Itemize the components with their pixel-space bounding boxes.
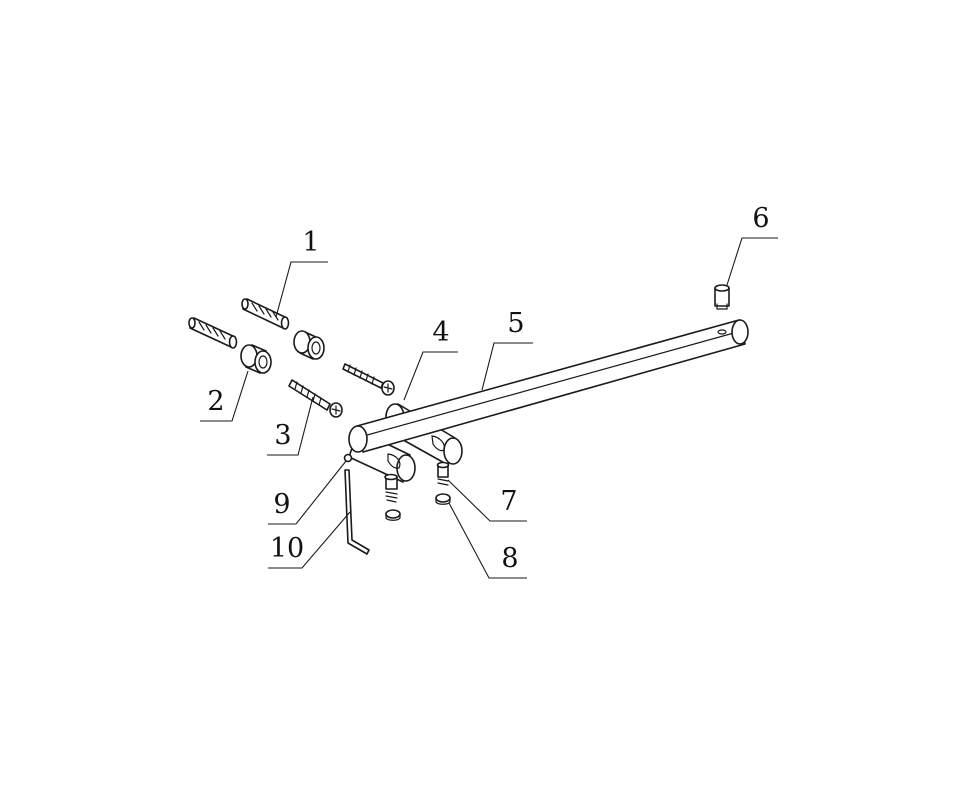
- leader-6: [726, 237, 778, 286]
- callout-8: 8: [501, 543, 518, 574]
- wall-plug-lower: [188, 317, 238, 349]
- cover-cap-rear: [435, 493, 451, 505]
- leader-9: [268, 460, 347, 525]
- leader-5: [481, 342, 533, 391]
- callout-9: 9: [273, 489, 290, 520]
- callout-10: 10: [270, 533, 304, 564]
- wall-plug-upper: [241, 298, 290, 330]
- leader-7: [447, 479, 527, 522]
- wood-screw-lower: [288, 379, 343, 418]
- spacer-sleeve-lower: [240, 344, 272, 374]
- callout-labels: 1 2 3 4 5 6 7 8 9 10: [207, 203, 769, 574]
- small-ball: [343, 453, 353, 463]
- end-cap-pin: [714, 284, 730, 310]
- callout-2: 2: [207, 386, 224, 417]
- callout-6: 6: [752, 203, 769, 234]
- callout-7: 7: [500, 486, 517, 517]
- callout-1: 1: [302, 227, 319, 258]
- set-screw-front: [384, 473, 398, 503]
- set-screw-rear: [436, 461, 450, 486]
- spacer-sleeve-upper: [293, 330, 325, 360]
- towel-rail-bar: [348, 319, 749, 453]
- wood-screw-upper: [342, 363, 395, 396]
- callout-5: 5: [507, 308, 524, 339]
- leader-2: [200, 370, 249, 422]
- hex-key: [344, 469, 370, 555]
- leader-1: [275, 261, 328, 318]
- leader-lines: [200, 237, 778, 579]
- leader-8: [448, 502, 527, 579]
- leader-10: [268, 511, 351, 569]
- cover-cap-front: [385, 509, 401, 521]
- callout-3: 3: [274, 420, 291, 451]
- leader-4: [403, 351, 458, 401]
- leader-3: [267, 396, 314, 456]
- callout-4: 4: [432, 317, 449, 348]
